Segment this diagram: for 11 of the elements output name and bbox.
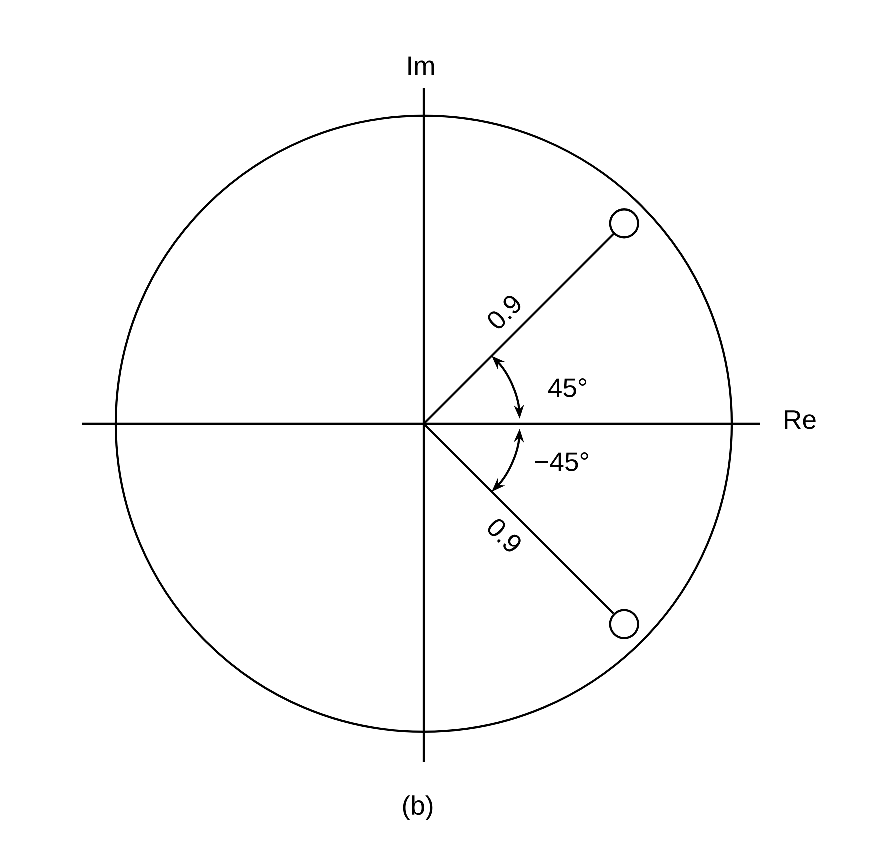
zero-marker [609, 208, 640, 239]
axis-label: Im [408, 56, 434, 76]
axis-label: Re [785, 410, 816, 430]
edge-label: 0.9 [488, 296, 521, 329]
radius-line [423, 234, 614, 425]
angle-label: 45° [548, 378, 587, 398]
angle-label: −45° [535, 452, 588, 472]
caption: (b) [403, 796, 433, 820]
zero-marker [609, 609, 640, 640]
radius-line [423, 423, 614, 614]
edge-label: 0.9 [488, 519, 521, 552]
